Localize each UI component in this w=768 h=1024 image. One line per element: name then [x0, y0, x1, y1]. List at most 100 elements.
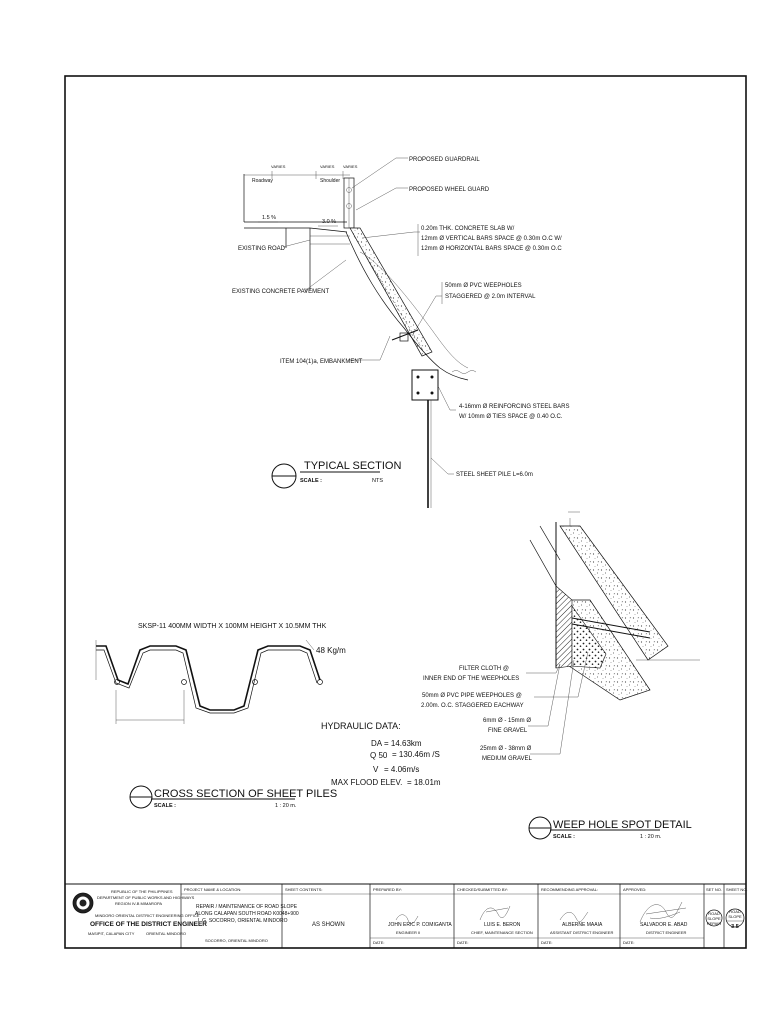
weep-hole-scale-label: SCALE :	[553, 834, 575, 840]
project-line-4: SOCORRO, ORIENTAL MINDORO	[205, 938, 268, 943]
agency-addr-left: MASIPIT, CALAPAN CITY	[88, 931, 135, 936]
typical-section-leaders	[282, 157, 456, 475]
recommending-name: ALBERNE MAAIA	[562, 922, 603, 928]
weep-callout-fine-1: 6mm Ø - 15mm Ø	[483, 718, 531, 724]
set-no-header: SET NO.	[706, 887, 722, 892]
set-no-stamp-top: ROAD	[708, 911, 720, 916]
checked-role: CHIEF, MAINTENANCE SECTION	[471, 930, 533, 935]
contents-value: AS SHOWN	[312, 922, 345, 928]
sheet-pile-heading: SKSP-11 400MM WIDTH X 100MM HEIGHT X 10.…	[138, 623, 327, 630]
hydraulic-row-da-value: = 14.63km	[384, 739, 422, 748]
hydraulic-row-da-label: DA	[371, 739, 383, 748]
dim-varies-3: VARIES	[343, 164, 358, 169]
recommending-header: RECOMMENDING APPROVAL:	[541, 887, 598, 892]
callout-wheel-guard: PROPOSED WHEEL GUARD	[409, 187, 490, 193]
approved-name: SALVADOR E. ABAD	[640, 922, 688, 928]
recommending-role: ASSISTANT DISTRICT ENGINEER	[550, 930, 613, 935]
callout-existing-pavement: EXISTING CONCRETE PAVEMENT	[232, 289, 329, 295]
weep-callout-med-2: MEDIUM GRAVEL	[482, 756, 533, 762]
prepared-date: DATE:	[373, 940, 384, 945]
hydraulic-row-flood-value: = 18.01m	[407, 778, 441, 787]
hydraulic-row-q-value: = 130.46m /S	[392, 750, 440, 759]
weep-hole-title-block	[528, 816, 660, 840]
sheet-pile-profile	[95, 639, 323, 724]
agency-line-3: REGION IV-B MIMAROPA	[115, 901, 162, 906]
sheet-no-stamp-top: ROAD	[729, 909, 741, 914]
prepared-role: ENGINEER II	[396, 930, 420, 935]
project-line-3: L.G. SOCORRO, ORIENTAL MINDORO	[198, 918, 288, 924]
agency-line-2: DEPARTMENT OF PUBLIC WORKS AND HIGHWAYS	[97, 895, 195, 900]
sheet-no-value: 3 5	[731, 924, 739, 930]
callout-guardrail: PROPOSED GUARDRAIL	[409, 157, 480, 163]
weep-callout-filter-2: INNER END OF THE WEEPHOLES	[423, 676, 519, 682]
slope-label-1: 1.5 %	[262, 215, 276, 221]
dim-varies-2: VARIES	[320, 164, 335, 169]
typical-section-title: TYPICAL SECTION	[304, 460, 401, 472]
hydraulic-row-q-label: Q 50	[370, 751, 388, 760]
sheet-pile-weight: 48 Kg/m	[316, 646, 346, 655]
weep-hole-title: WEEP HOLE SPOT DETAIL	[553, 819, 692, 831]
hydraulic-row-v-label: V	[373, 765, 379, 774]
weep-callout-med-1: 25mm Ø - 38mm Ø	[480, 746, 532, 752]
callout-pvc-1: 50mm Ø PVC WEEPHOLES	[445, 283, 522, 289]
contents-header: SHEET CONTENTS:	[285, 887, 323, 892]
slope-label-2: 3.0 %	[322, 219, 336, 225]
agency-line-4: MINDORO ORIENTAL DISTRICT ENGINEERING OF…	[95, 913, 200, 918]
roadway-label: Roadway	[252, 178, 273, 184]
recommending-date: DATE:	[541, 940, 552, 945]
checked-name: LUIS E. BERON	[484, 922, 521, 928]
prepared-signature	[395, 914, 419, 924]
shoulder-label: Shoulder	[320, 178, 340, 184]
hydraulic-title: HYDRAULIC DATA:	[321, 721, 401, 731]
weep-hole-drawing	[529, 511, 700, 701]
callout-pvc-2: STAGGERED @ 2.0m INTERVAL	[445, 294, 536, 300]
dim-varies-1: VARIES	[271, 164, 286, 169]
title-block-grid	[64, 883, 747, 949]
agency-line-1: REPUBLIC OF THE PHILIPPINES	[111, 889, 173, 894]
set-no-stamp	[705, 909, 723, 927]
agency-addr-right: ORIENTAL MINDORO	[146, 931, 186, 936]
callout-existing-road: EXISTING ROAD	[238, 246, 286, 252]
typical-section-drawing	[243, 171, 477, 508]
typical-section-scale-label: SCALE :	[300, 478, 322, 484]
project-line-1: REPAIR / MAINTENANCE OF ROAD SLOPE	[196, 904, 298, 910]
typical-section-title-block	[271, 463, 380, 489]
hydraulic-row-v-value: = 4.06m/s	[384, 765, 419, 774]
sheet-pile-scale-value: 1 : 20 m.	[275, 803, 297, 809]
sheet-pile-title-block	[129, 785, 295, 809]
project-line-2: ALONG CALAPAN SOUTH ROAD K0048+900	[195, 911, 299, 917]
set-no-stamp-bot: REPAIR	[707, 921, 722, 926]
weep-callout-filter-1: FILTER CLOTH @	[459, 666, 509, 672]
dpwh-seal-icon	[72, 892, 94, 914]
approved-header: APPROVED:	[623, 887, 646, 892]
weep-callout-fine-2: FINE GRAVEL	[488, 728, 528, 734]
checked-date: DATE:	[457, 940, 468, 945]
sheet-no-header: SHEET NO.	[726, 887, 748, 892]
hydraulic-row-flood-label: MAX FLOOD ELEV.	[331, 778, 402, 787]
set-no-stamp-mid: SLOPE	[707, 916, 721, 921]
callout-embankment: ITEM 104(1)a, EMBANKMENT	[280, 359, 363, 365]
sheet-pile-scale-label: SCALE :	[154, 803, 176, 809]
checked-signature	[479, 905, 511, 921]
callout-bars-1: 4-16mm Ø REINFORCING STEEL BARS	[459, 404, 569, 410]
callout-bars-2: W/ 10mm Ø TIES SPACE @ 0.40 O.C.	[459, 414, 563, 420]
callout-slab-2: 12mm Ø VERTICAL BARS SPACE @ 0.30m O.C W…	[421, 236, 562, 242]
callout-sheet-pile: STEEL SHEET PILE L=6.0m	[456, 472, 533, 478]
prepared-header: PREPARED BY:	[373, 887, 402, 892]
approved-role: DISTRICT ENGINEER	[646, 930, 686, 935]
weep-hole-scale-value: 1 : 20 m.	[640, 834, 662, 840]
typical-section-scale-value: NTS	[372, 478, 383, 484]
recommending-signature	[559, 911, 589, 922]
agency-office: OFFICE OF THE DISTRICT ENGINEER	[90, 921, 207, 928]
approved-date: DATE:	[623, 940, 634, 945]
weep-callout-pipe-2: 2.00m. O.C. STAGGERED EACHWAY	[421, 703, 524, 709]
weep-hole-leaders	[526, 651, 589, 755]
prepared-name: JOHN ERIC P. COMIGANTA	[388, 922, 452, 928]
sheet-no-stamp-mid: SLOPE	[728, 914, 742, 919]
checked-header: CHECKED/SUBMITTED BY:	[457, 887, 508, 892]
sheet-pile-title: CROSS SECTION OF SHEET PILES	[154, 788, 337, 800]
sheet-no-stamp	[725, 908, 745, 928]
approved-signature	[639, 901, 687, 923]
callout-slab-3: 12mm Ø HORIZONTAL BARS SPACE @ 0.30m O.C	[421, 246, 562, 252]
weep-callout-pipe-1: 50mm Ø PVC PIPE WEEPHOLES @	[422, 693, 522, 699]
